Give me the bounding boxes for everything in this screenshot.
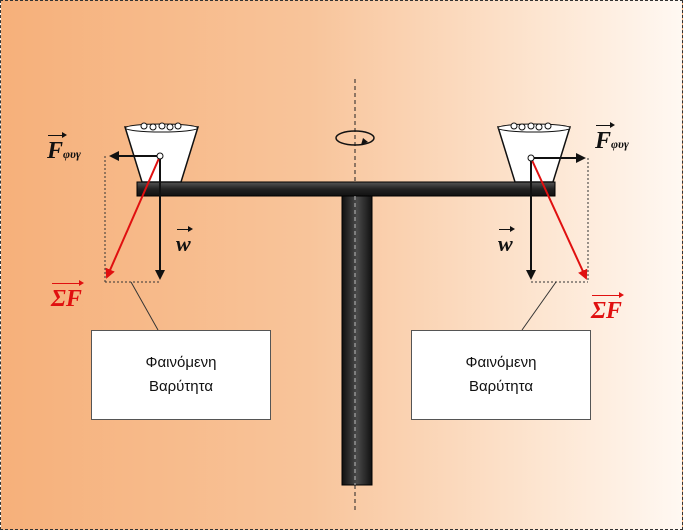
left-leader-line <box>130 281 159 331</box>
left-centrifugal-label: F φυγ <box>47 132 81 163</box>
left-box-line1: Φαινόμενη <box>145 354 217 371</box>
right-application-point <box>527 154 535 162</box>
left-cup <box>123 122 200 183</box>
right-parallelogram-guides <box>531 158 589 283</box>
right-centrifugal-label: F φυγ <box>595 122 629 153</box>
left-resultant-label: ΣF <box>51 280 84 311</box>
right-apparent-gravity-box: Φαινόμενη Βαρύτητα <box>411 330 591 420</box>
right-box-line1: Φαινόμενη <box>465 354 537 371</box>
left-resultant-arrow <box>105 155 161 279</box>
left-parallelogram-guides <box>104 156 160 283</box>
left-weight-label: w <box>176 226 193 256</box>
horizontal-beam <box>136 181 556 197</box>
vertical-pole <box>341 195 373 486</box>
right-weight-label: w <box>498 226 515 256</box>
right-box-line2: Βαρύτητα <box>468 378 534 395</box>
right-leader-line <box>521 281 557 331</box>
right-resultant-arrow <box>530 157 588 280</box>
left-box-line2: Βαρύτητα <box>148 378 214 395</box>
left-application-point <box>156 152 164 160</box>
right-cup <box>496 122 572 183</box>
right-resultant-label: ΣF <box>591 292 624 323</box>
left-apparent-gravity-box: Φαινόμενη Βαρύτητα <box>91 330 271 420</box>
rotation-arrow-icon <box>335 130 375 146</box>
